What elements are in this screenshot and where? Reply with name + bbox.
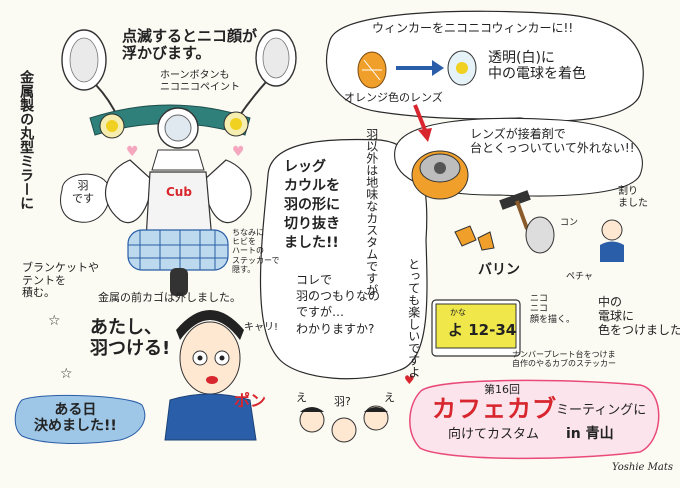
wing-bubble	[60, 173, 110, 223]
event-banner	[409, 379, 660, 460]
svg-text:☆: ☆	[48, 313, 61, 329]
plate-number: よ 12-34	[448, 321, 517, 339]
artist-signature: Yoshie Mats	[612, 462, 673, 473]
wing-desu-note: 羽 です	[72, 179, 94, 205]
broken-lens-drawing	[454, 216, 555, 254]
mirror-left	[61, 29, 119, 119]
event-suffix: ミーティングに	[556, 403, 647, 418]
wari-note: 割り ました	[618, 186, 648, 209]
aruhi-banner	[14, 394, 146, 444]
number-plate-note: ナンバープレート台をつけま 自作のやるカブのステッカー	[512, 350, 616, 369]
atashi-note: あたし、 羽つける!	[90, 317, 171, 359]
event-name: カフェカブ	[432, 395, 557, 423]
bulb-color-note: 中の 電球に 色をつけました。	[598, 295, 680, 337]
svg-text:♥: ♥	[404, 373, 415, 387]
lens-base-drawing	[411, 150, 469, 200]
svg-text:☆: ☆	[60, 366, 73, 382]
svg-text:♥: ♥	[126, 144, 139, 160]
orange-lens-drawing	[357, 51, 387, 89]
horn-button-note: ホーンボタンも ニコニコペイント	[160, 70, 240, 93]
lens-glued-note: レンズが接着剤で 台とくっついていて外れない!!	[470, 127, 635, 155]
svg-text:♥: ♥	[232, 144, 245, 160]
red-arrow-down	[413, 104, 427, 131]
tanoshii-note: とっても楽しいですよ	[406, 258, 421, 378]
scooter	[89, 104, 252, 296]
clear-paint-note: 透明(白)に 中の電球を着色	[488, 50, 586, 83]
woman-drawing	[164, 310, 257, 441]
legcowl-bubble	[259, 138, 428, 380]
pon-note: ポン	[234, 391, 267, 410]
question-1: 羽?	[334, 395, 351, 408]
bari-note: バリン	[478, 262, 520, 278]
front-basket-note: 金属の前カゴは外しました。	[98, 291, 241, 304]
hammer-drawing	[499, 190, 531, 230]
blanket-note: ブランケットや テントを 積む。	[22, 261, 99, 300]
jimi-custom-note: 羽以外は地味なカスタムですが	[364, 128, 379, 296]
small-person	[600, 219, 624, 262]
niko-face-note: ニコ ニコ 顔を描く。	[530, 294, 576, 325]
clear-lens-drawing	[447, 50, 477, 86]
chibi-sticker-note: ちなみに ヒビを ハートの ステッカーで 隠す。	[232, 228, 280, 274]
kotsu-note: コン	[560, 218, 579, 228]
event-custom: 向けてカスタム	[448, 427, 540, 442]
winker-title: ウィンカーをニコニコウィンカーに!!	[372, 21, 574, 35]
event-number: 第16回	[484, 383, 520, 396]
orange-lens-note: オレンジ色のレンズ	[344, 91, 443, 104]
event-place: in 青山	[566, 426, 614, 442]
blink-face-note: 点滅するとニコ顔が 浮かびます。	[122, 27, 258, 63]
cub-logo: Cub	[166, 185, 192, 199]
aruhi-note: ある日 決めました!!	[34, 402, 117, 435]
plate-top: かな	[450, 308, 466, 317]
mirror-metal-note: 金属製の丸型ミラーに	[18, 70, 35, 210]
question-3: え	[384, 391, 395, 404]
legcowl-note: レッグ カウルを 羽の形に 切り抜き ました!!	[284, 159, 340, 251]
kore-de-note: コレで 羽のつもりなの ですが… わかりますか?	[296, 273, 381, 336]
winker-bubble	[326, 10, 644, 122]
kyari-note: キャリ!	[244, 322, 279, 333]
number-plate-drawing	[431, 299, 521, 357]
spectators	[299, 405, 389, 443]
pecha-note: ペチャ	[566, 272, 593, 282]
question-2: え	[296, 391, 307, 404]
